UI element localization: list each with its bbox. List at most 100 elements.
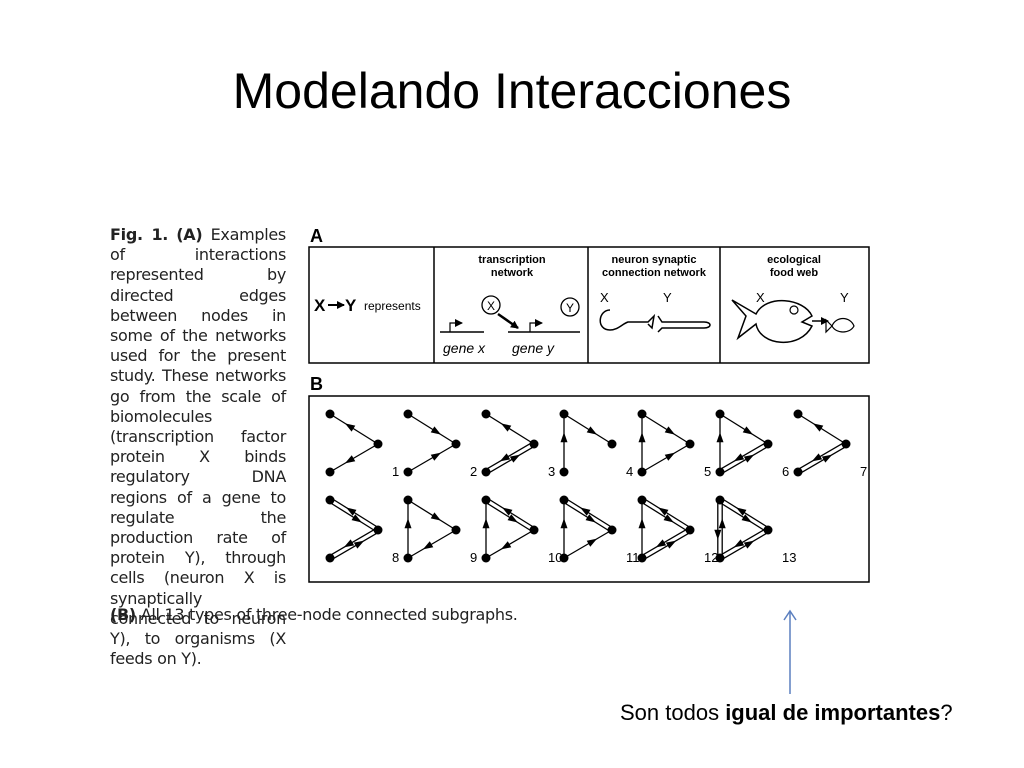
subgraph-arrowhead: [404, 518, 412, 529]
subgraph-node: [685, 439, 695, 449]
subgraph-node: [637, 409, 647, 419]
subgraph-7: 7: [793, 409, 867, 479]
subgraph-edge: [407, 499, 457, 531]
subgraph-label: 3: [548, 464, 555, 479]
subgraph-edge: [564, 497, 614, 529]
subgraph-edge: [562, 501, 612, 533]
subgraph-node: [559, 467, 569, 477]
caption-fig-label: Fig. 1.: [110, 225, 169, 244]
caption-tail: (B) All 13 types of three-node connected…: [110, 605, 518, 624]
subgraph-edge: [485, 529, 535, 559]
subgraph-edge: [640, 501, 690, 533]
subgraph-arrowhead: [580, 507, 591, 516]
subgraph-edge: [328, 527, 378, 557]
subgraph-8: 8: [325, 495, 399, 565]
figure: A X Y represents transcription network X…: [308, 226, 870, 583]
subgraph-edge: [484, 501, 534, 533]
subgraph-node: [529, 439, 539, 449]
subgraph-arrowhead: [430, 512, 442, 521]
represents-text: represents: [364, 299, 421, 313]
transcription-node-x: [481, 295, 501, 315]
panel-a-label: A: [310, 226, 323, 246]
neuron-y: Y: [663, 290, 672, 305]
subgraph-arrowhead: [665, 540, 677, 549]
subgraph-edge: [329, 413, 379, 445]
subgraph-label: 12: [704, 550, 718, 565]
subgraph-label: 8: [392, 550, 399, 565]
subgraph-node: [481, 467, 491, 477]
subgraph-label: 2: [470, 464, 477, 479]
neuron-x: X: [600, 290, 609, 305]
subgraph-arrowhead: [658, 507, 669, 516]
subgraph-arrowhead: [353, 540, 365, 549]
subgraph-2: 2: [403, 409, 477, 479]
subgraph-node: [637, 553, 647, 563]
promoter-arrow-2: [529, 319, 543, 332]
subgraph-node: [685, 525, 695, 535]
subgraph-node: [607, 525, 617, 535]
binding-arrow: [497, 312, 519, 330]
subgraph-5: 5: [637, 409, 711, 479]
subgraph-arrowhead: [500, 541, 512, 550]
subgraph-edge: [407, 529, 457, 559]
transcription-title-2: network: [491, 267, 534, 279]
subgraph-arrowhead: [430, 426, 442, 435]
small-fish-icon: [825, 317, 855, 334]
subgraph-arrowhead: [351, 514, 362, 523]
subgraph-arrowhead: [507, 514, 518, 523]
subgraph-label: 7: [860, 464, 867, 479]
transcription-node-x-label: X: [487, 299, 495, 313]
subgraph-node: [325, 495, 335, 505]
subgraph-node: [559, 553, 569, 563]
subgraph-1: 1: [325, 409, 399, 479]
food-web-x: X: [756, 290, 765, 305]
subgraph-3: 3: [481, 409, 555, 479]
note-prefix: Son todos: [620, 700, 726, 725]
subgraph-edge: [720, 445, 770, 475]
subgraph-edge: [718, 501, 768, 533]
subgraph-node: [481, 495, 491, 505]
subgraph-label: 4: [626, 464, 633, 479]
subgraph-edge: [330, 531, 380, 561]
subgraph-edge: [407, 443, 457, 473]
subgraph-edge: [798, 445, 848, 475]
subgraph-node: [451, 439, 461, 449]
subgraph-node: [715, 409, 725, 419]
subgraph-arrowhead: [664, 452, 676, 461]
caption-part-a: (A): [176, 225, 203, 244]
subgraph-node: [763, 525, 773, 535]
subgraph-edge: [641, 443, 691, 473]
subgraph-label: 13: [782, 550, 796, 565]
subgraph-edge: [641, 413, 691, 445]
subgraph-edge: [484, 441, 534, 471]
transcription-cell: transcription network X Y gene x gene y: [440, 254, 580, 356]
transcription-title-1: transcription: [478, 254, 546, 266]
subgraph-arrowhead: [482, 518, 490, 529]
subgraph-label: 10: [548, 550, 562, 565]
subgraph-node: [841, 439, 851, 449]
note-bold: igual de importantes: [725, 700, 941, 725]
subgraph-arrowhead: [733, 539, 745, 548]
subgraph-node: [715, 553, 725, 563]
subgraph-edge: [563, 413, 613, 445]
subgraph-node: [403, 553, 413, 563]
subgraph-arrowhead: [638, 518, 646, 529]
subgraph-edge: [485, 413, 535, 445]
food-web-cell: ecological food web X Y: [731, 254, 855, 343]
subgraph-node: [637, 467, 647, 477]
subgraph-arrowhead: [343, 539, 355, 548]
subgraph-node: [451, 525, 461, 535]
subgraph-node: [325, 553, 335, 563]
neuron-x-shape: [599, 309, 656, 331]
subgraph-node: [607, 439, 617, 449]
subgraph-arrowhead: [733, 453, 745, 462]
big-fish-icon: [731, 299, 814, 343]
subgraph-12: 12: [637, 495, 718, 565]
subgraph-4: 4: [559, 409, 633, 479]
subgraph-node: [325, 409, 335, 419]
subgraph-arrowhead: [346, 507, 357, 516]
subgraph-node: [715, 495, 725, 505]
subgraph-node: [481, 553, 491, 563]
neuron-cell: neuron synaptic connection network X Y: [599, 254, 711, 333]
subgraph-13: 13: [714, 495, 796, 565]
